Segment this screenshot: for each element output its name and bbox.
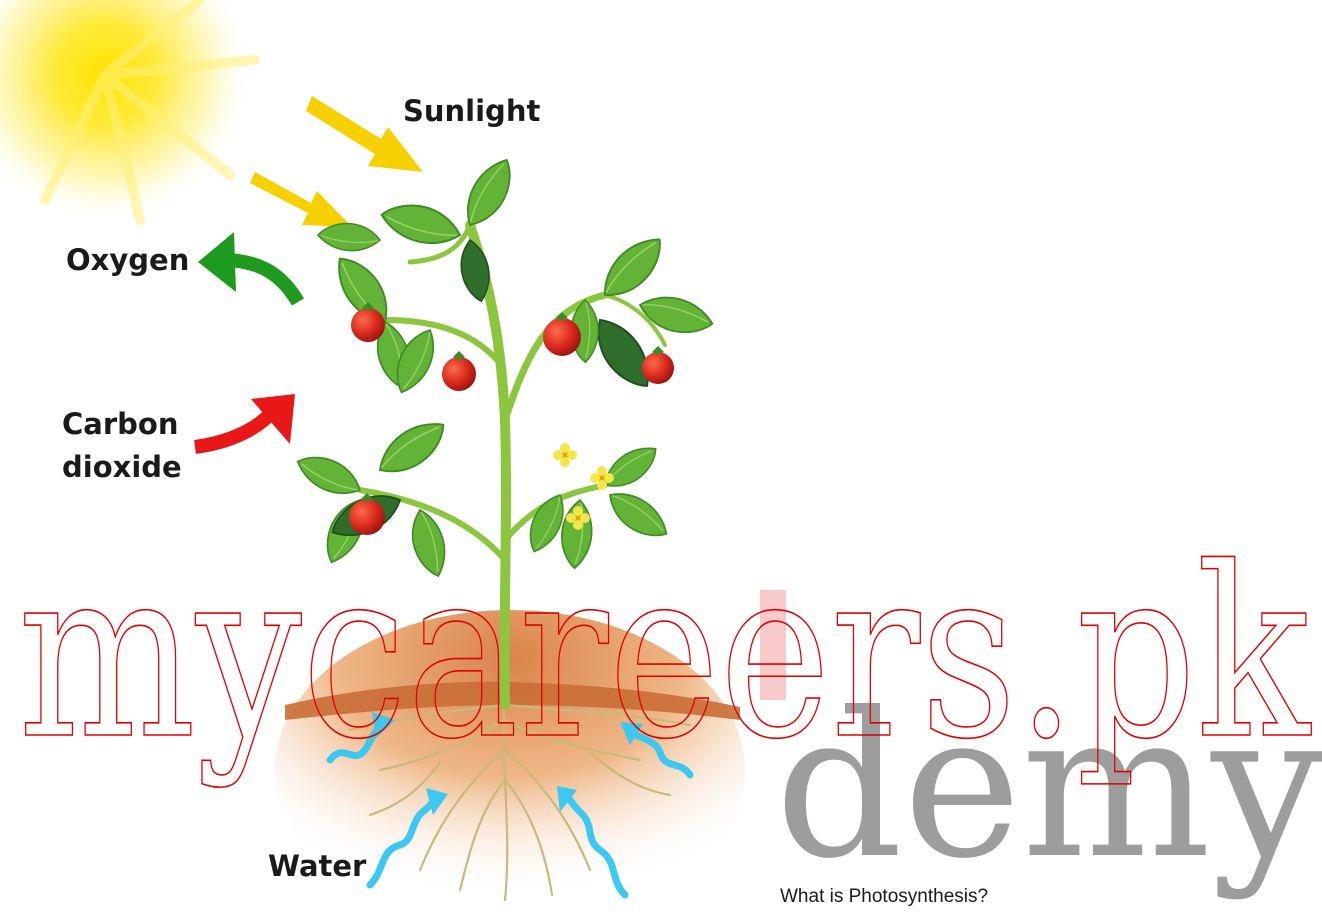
water-label: Water — [268, 849, 367, 883]
caption: What is Photosynthesis? — [780, 886, 988, 907]
sun — [0, 0, 255, 225]
tomato — [642, 352, 674, 384]
tomato — [543, 318, 581, 356]
sunlight-label: Sunlight — [403, 94, 540, 128]
oxygen-arrow — [198, 232, 298, 302]
carbon-dioxide-label-line2: dioxide — [62, 450, 182, 484]
tomato — [442, 357, 476, 391]
tomato — [351, 308, 385, 342]
carbon-dioxide-label-line1: Carbon — [62, 407, 178, 441]
watermark-main: mycareers.pk — [18, 518, 1311, 791]
sunlight-arrow-lower — [250, 172, 352, 227]
oxygen-label: Oxygen — [66, 243, 189, 277]
carbon-dioxide-arrow — [195, 394, 295, 447]
